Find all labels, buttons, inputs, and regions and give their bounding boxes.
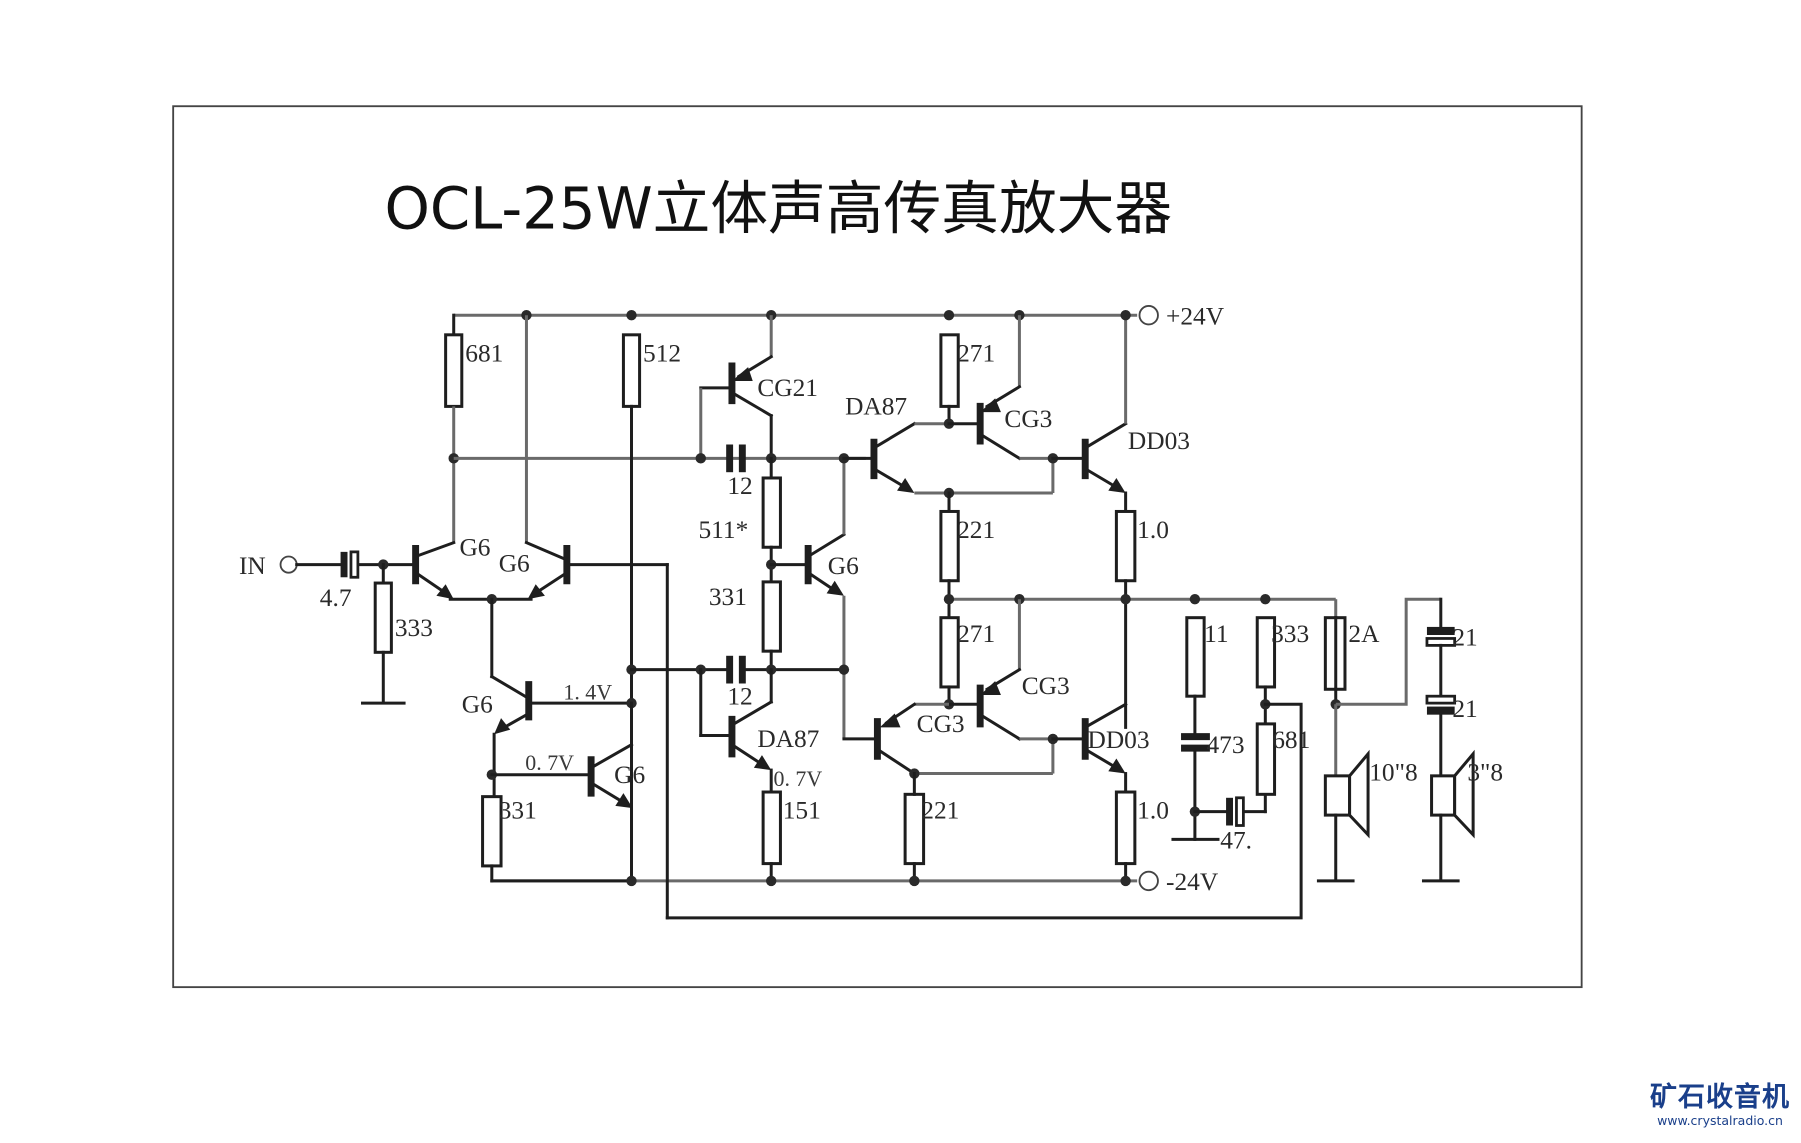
svg-text:0. 7V: 0. 7V: [525, 750, 574, 775]
svg-text:G6: G6: [459, 533, 490, 561]
svg-text:11: 11: [1204, 620, 1228, 648]
svg-text:0. 7V: 0. 7V: [774, 766, 823, 791]
transistor-vbe-multiplier: G6: [769, 458, 859, 739]
svg-text:G6: G6: [614, 761, 645, 789]
transistor-reference: G6 0. 7V: [486, 701, 645, 883]
transistor-dd03-top: DD03: [1051, 315, 1190, 513]
svg-text:333: 333: [1271, 620, 1309, 648]
site-logo[interactable]: 矿石收音机 www.crystalradio.cn: [1640, 1083, 1800, 1129]
input-terminal[interactable]: [279, 555, 298, 574]
svg-text:473: 473: [1206, 731, 1244, 759]
resistor-221-top: 221: [939, 491, 995, 620]
capacitor-47: 47.: [1193, 792, 1267, 855]
logo-url[interactable]: www.crystalradio.cn: [1657, 1113, 1783, 1128]
feedback-loop-wire: [665, 702, 1303, 920]
fuse-2a: 2A: [1323, 599, 1380, 706]
svg-text:1.0: 1.0: [1137, 797, 1169, 825]
transistor-cg3-bottom-left: CG3: [842, 702, 1055, 776]
svg-text:271: 271: [957, 620, 995, 648]
svg-text:DD03: DD03: [1128, 427, 1190, 455]
transistor-cg21: CG21: [699, 309, 818, 460]
transistor-da87-bottom: DA87 0. 7V: [699, 668, 823, 794]
svg-text:221: 221: [957, 516, 995, 544]
svg-text:10"8: 10"8: [1369, 758, 1417, 786]
resistor-271-bottom: 271: [939, 616, 995, 706]
transistor-diff-right: G6: [490, 540, 669, 920]
svg-text:CG3: CG3: [1004, 405, 1052, 433]
svg-text:G6: G6: [462, 690, 493, 718]
svg-text:G6: G6: [828, 552, 859, 580]
capacitor-12-top: 12: [726, 444, 753, 500]
diagram-frame: [172, 105, 1583, 989]
negative-rail-label: -24V: [1166, 868, 1219, 896]
svg-text:331: 331: [499, 797, 537, 825]
svg-text:CG3: CG3: [917, 710, 965, 738]
positive-rail: +24V: [453, 302, 1225, 330]
svg-text:12: 12: [727, 472, 752, 500]
input-cap-value: 4.7: [320, 584, 352, 612]
svg-text:CG3: CG3: [1022, 672, 1070, 700]
transistor-da87-top: DA87: [842, 392, 1055, 495]
svg-text:512: 512: [643, 339, 681, 367]
capacitor-21-top: 21: [1425, 597, 1478, 698]
input-stage: IN 4.7 333: [239, 550, 433, 705]
svg-text:151: 151: [783, 797, 821, 825]
transistor-dd03-bottom: DD03: [1051, 702, 1150, 794]
positive-terminal[interactable]: [1138, 305, 1159, 326]
resistor-681-top: 681: [444, 313, 503, 543]
capacitor-21-bottom: 21: [1425, 694, 1478, 778]
resistor-11: 11: [1185, 616, 1229, 736]
svg-text:47.: 47.: [1220, 827, 1252, 855]
transistor-cg3-bottom-right: CG3: [947, 599, 1070, 741]
svg-text:1.0: 1.0: [1137, 516, 1169, 544]
svg-text:511*: 511*: [698, 516, 748, 544]
diagram-title: OCL-25W立体声高传真放大器: [384, 175, 1172, 243]
resistor-221-bottom: 221: [903, 772, 959, 887]
resistor-333-feedback: 333: [1255, 616, 1309, 726]
capacitor-473: 473: [1171, 731, 1245, 841]
capacitor-12-bottom: 12: [726, 655, 753, 710]
svg-text:1. 4V: 1. 4V: [563, 680, 612, 705]
negative-terminal[interactable]: [1138, 870, 1159, 892]
input-bias-resistor: [373, 581, 393, 654]
resistor-681-feedback: 681: [1255, 722, 1310, 796]
svg-text:21: 21: [1452, 695, 1477, 723]
svg-text:3"8: 3"8: [1467, 758, 1503, 786]
logo-name: 矿石收音机: [1650, 1082, 1790, 1113]
transistor-current-source: G6 1. 4V: [462, 674, 634, 799]
transistor-cg3-top: CG3: [947, 309, 1053, 461]
svg-text:21: 21: [1452, 623, 1477, 651]
svg-text:12: 12: [727, 682, 752, 710]
svg-text:2A: 2A: [1348, 620, 1380, 648]
input-bias-value: 333: [395, 614, 433, 642]
svg-text:331: 331: [709, 583, 747, 611]
input-cap-plate-b: [349, 550, 360, 579]
resistor-511: 511*: [698, 456, 782, 584]
svg-text:CG21: CG21: [757, 374, 818, 402]
resistor-151: 151: [761, 790, 821, 887]
svg-text:221: 221: [921, 797, 959, 825]
resistor-1-0-top: 1.0: [1114, 509, 1169, 729]
resistor-331-left: 331: [481, 795, 637, 887]
svg-text:G6: G6: [499, 549, 530, 577]
svg-text:681: 681: [465, 339, 503, 367]
svg-text:271: 271: [957, 339, 995, 367]
positive-rail-label: +24V: [1166, 302, 1225, 330]
svg-text:681: 681: [1272, 726, 1310, 754]
svg-text:DA87: DA87: [845, 392, 907, 420]
input-label: IN: [239, 552, 266, 580]
resistor-512: 512: [621, 309, 681, 839]
speaker-tweeter: 3"8: [1421, 749, 1503, 883]
speaker-woofer: 10"8: [1316, 704, 1418, 883]
transistor-diff-left: G6: [412, 533, 494, 601]
resistor-1-0-bottom: 1.0: [1114, 790, 1169, 887]
svg-text:DA87: DA87: [757, 725, 819, 753]
svg-text:DD03: DD03: [1088, 726, 1150, 754]
